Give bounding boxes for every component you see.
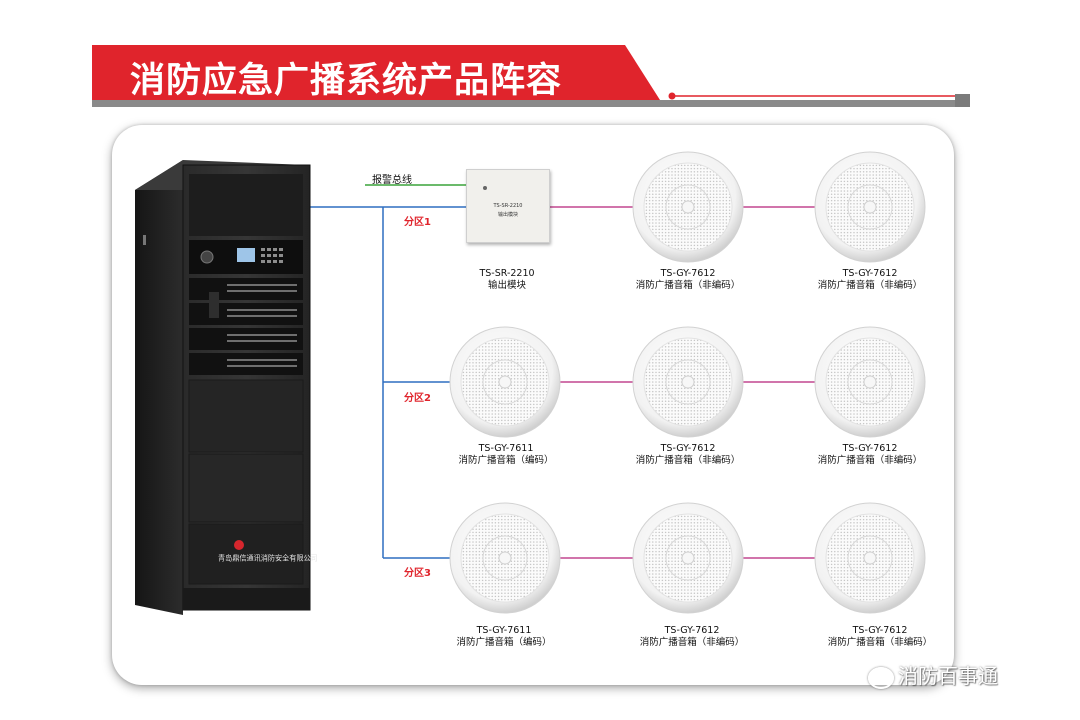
device-model: TS-GY-7611 xyxy=(476,625,532,636)
page-title: 消防应急广播系统产品阵容 xyxy=(130,61,563,101)
device-label-r2-c2: TS-GY-7612 消防广播音箱（非编码） xyxy=(618,443,758,467)
zone-3-label: 分区3 xyxy=(404,568,431,579)
device-name: 消防广播音箱（编码） xyxy=(458,455,554,466)
device-model: TS-GY-7611 xyxy=(478,443,534,454)
speaker-r1-c2 xyxy=(632,151,744,263)
host-screen xyxy=(237,248,255,262)
company-logo-icon xyxy=(234,540,244,550)
speaker-r2-c1 xyxy=(449,326,561,438)
title-banner: 消防应急广播系统产品阵容 xyxy=(0,0,1080,120)
speaker-face xyxy=(632,502,744,614)
zone-1-label: 分区1 xyxy=(404,217,431,228)
banner-gray-bar xyxy=(92,100,970,107)
device-name: 消防广播音箱（非编码） xyxy=(639,637,745,648)
device-label-r1-c1: TS-SR-2210 输出模块 xyxy=(437,268,577,292)
speaker-r3-c1 xyxy=(449,502,561,614)
device-label-r3-c2: TS-GY-7612 消防广播音箱（非编码） xyxy=(622,625,762,649)
speaker-face xyxy=(449,502,561,614)
speaker-r2-c2 xyxy=(632,326,744,438)
cabinet-side xyxy=(135,160,183,615)
zone-2-label: 分区2 xyxy=(404,393,431,404)
module-face-code: TS-SR-2210 xyxy=(493,203,523,209)
watermark-text: 消防百事通 xyxy=(898,664,998,688)
device-name: 消防广播音箱（编码） xyxy=(456,637,552,648)
device-name: 消防广播音箱（非编码） xyxy=(817,280,923,291)
device-label-r1-c2: TS-GY-7612 消防广播音箱（非编码） xyxy=(618,268,758,292)
device-label-r3-c1: TS-GY-7611 消防广播音箱（编码） xyxy=(434,625,574,649)
device-label-r3-c3: TS-GY-7612 消防广播音箱（非编码） xyxy=(810,625,950,649)
module-face-name: 输出模块 xyxy=(497,212,518,218)
banner-gray-tail xyxy=(955,94,970,107)
speaker-face xyxy=(814,502,926,614)
alarm-bus-label: 报警总线 xyxy=(372,175,412,186)
device-name: 消防广播音箱（非编码） xyxy=(817,455,923,466)
blank-panel-1 xyxy=(188,379,304,453)
speaker-r2-c3 xyxy=(814,326,926,438)
speaker-face xyxy=(449,326,561,438)
banner-red-band xyxy=(92,45,660,100)
broadcast-cabinet xyxy=(135,160,315,615)
speaker-r1-c3 xyxy=(814,151,926,263)
cabinet-company-name: 青岛鼎信通讯消防安全有限公司 xyxy=(218,553,318,563)
host-keypad xyxy=(261,248,283,263)
microphone-jack xyxy=(200,250,214,264)
banner-red-dot xyxy=(668,92,676,100)
device-label-r1-c3: TS-GY-7612 消防广播音箱（非编码） xyxy=(800,268,940,292)
speaker-face xyxy=(632,151,744,263)
device-name: 消防广播音箱（非编码） xyxy=(635,455,741,466)
wechat-icon xyxy=(868,666,894,689)
speaker-r3-c3 xyxy=(814,502,926,614)
blank-panel-3 xyxy=(188,523,304,585)
module-indicator-led xyxy=(483,186,487,190)
cabinet-top-panel xyxy=(189,174,303,236)
cabinet-left-handle xyxy=(143,235,146,245)
device-label-r2-c1: TS-GY-7611 消防广播音箱（编码） xyxy=(436,443,576,467)
speaker-face xyxy=(814,151,926,263)
banner-graphic xyxy=(92,45,970,107)
speaker-r3-c2 xyxy=(632,502,744,614)
device-model: TS-GY-7612 xyxy=(664,625,720,636)
device-model: TS-GY-7612 xyxy=(660,443,716,454)
device-label-r2-c3: TS-GY-7612 消防广播音箱（非编码） xyxy=(800,443,940,467)
output-module: TS-SR-2210 输出模块 xyxy=(466,169,550,243)
device-model: TS-GY-7612 xyxy=(842,268,898,279)
speaker-face xyxy=(632,326,744,438)
device-model: TS-GY-7612 xyxy=(660,268,716,279)
device-model: TS-SR-2210 xyxy=(479,268,535,279)
cabinet-graphic xyxy=(135,160,311,615)
device-model: TS-GY-7612 xyxy=(842,443,898,454)
device-model: TS-GY-7612 xyxy=(852,625,908,636)
cabinet-base xyxy=(183,588,310,610)
watermark: 消防百事通 xyxy=(868,660,998,689)
device-name: 消防广播音箱（非编码） xyxy=(635,280,741,291)
control-panel-rows xyxy=(189,278,303,375)
speaker-face xyxy=(814,326,926,438)
device-name: 输出模块 xyxy=(487,280,526,291)
blank-panel-2 xyxy=(188,453,304,523)
device-name: 消防广播音箱（非编码） xyxy=(827,637,933,648)
